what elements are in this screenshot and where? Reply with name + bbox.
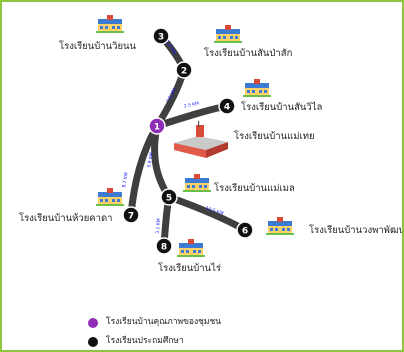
legend-quality-label: โรงเรียนบ้านคุณภาพของชุมชน	[106, 317, 222, 327]
label-node-6: โรงเรียนบ้านวงพาพัฒนา	[309, 225, 404, 236]
school-building-icon	[243, 79, 271, 97]
node-1-marker	[148, 117, 166, 135]
school-building-icon	[266, 217, 294, 235]
node-2-marker	[175, 61, 193, 79]
legend-quality-marker	[88, 318, 98, 328]
label-node-3: โรงเรียนบ้านวิยนน	[59, 41, 137, 52]
school-building-icon	[96, 15, 124, 33]
label-node-5: โรงเรียนบ้านแม่เมล	[214, 183, 295, 194]
label-node-1: โรงเรียนบ้านแม่เทย	[234, 131, 315, 142]
node-3-number: 3	[158, 33, 164, 43]
legend-primary-marker	[88, 337, 98, 347]
road-5-6	[165, 193, 249, 234]
node-6-number: 6	[242, 227, 248, 237]
label-node-4: โรงเรียนบ้านสันวิไล	[241, 102, 323, 113]
node-2-number: 2	[181, 67, 187, 77]
label-node-2: โรงเรียนบ้านสันป่าสัก	[204, 48, 293, 59]
node-7-number: 7	[128, 212, 134, 222]
node-5-number: 5	[166, 194, 172, 204]
label-node-8: โรงเรียนบ้านไร่	[158, 263, 221, 274]
node-4-number: 4	[224, 103, 230, 113]
road-1-7	[127, 122, 161, 219]
school-building-icon	[183, 174, 211, 192]
school-building-icon	[214, 25, 242, 43]
node-5-marker	[160, 188, 178, 206]
node-6-marker	[236, 221, 254, 239]
node-1-number: 1	[154, 123, 160, 133]
school-building-icon	[96, 188, 124, 206]
node-8-number: 8	[161, 243, 167, 253]
legend-primary-label: โรงเรียนประถมศึกษา	[106, 336, 184, 346]
label-node-7: โรงเรียนบ้านห้วยคาดา	[19, 213, 113, 224]
road-1-5	[151, 122, 173, 201]
school-building-icon	[177, 239, 205, 257]
node-3-marker	[152, 27, 170, 45]
node-4-marker	[218, 97, 236, 115]
node-8-marker	[155, 237, 173, 255]
node-7-marker	[122, 206, 140, 224]
main-school-illustration	[174, 121, 228, 158]
